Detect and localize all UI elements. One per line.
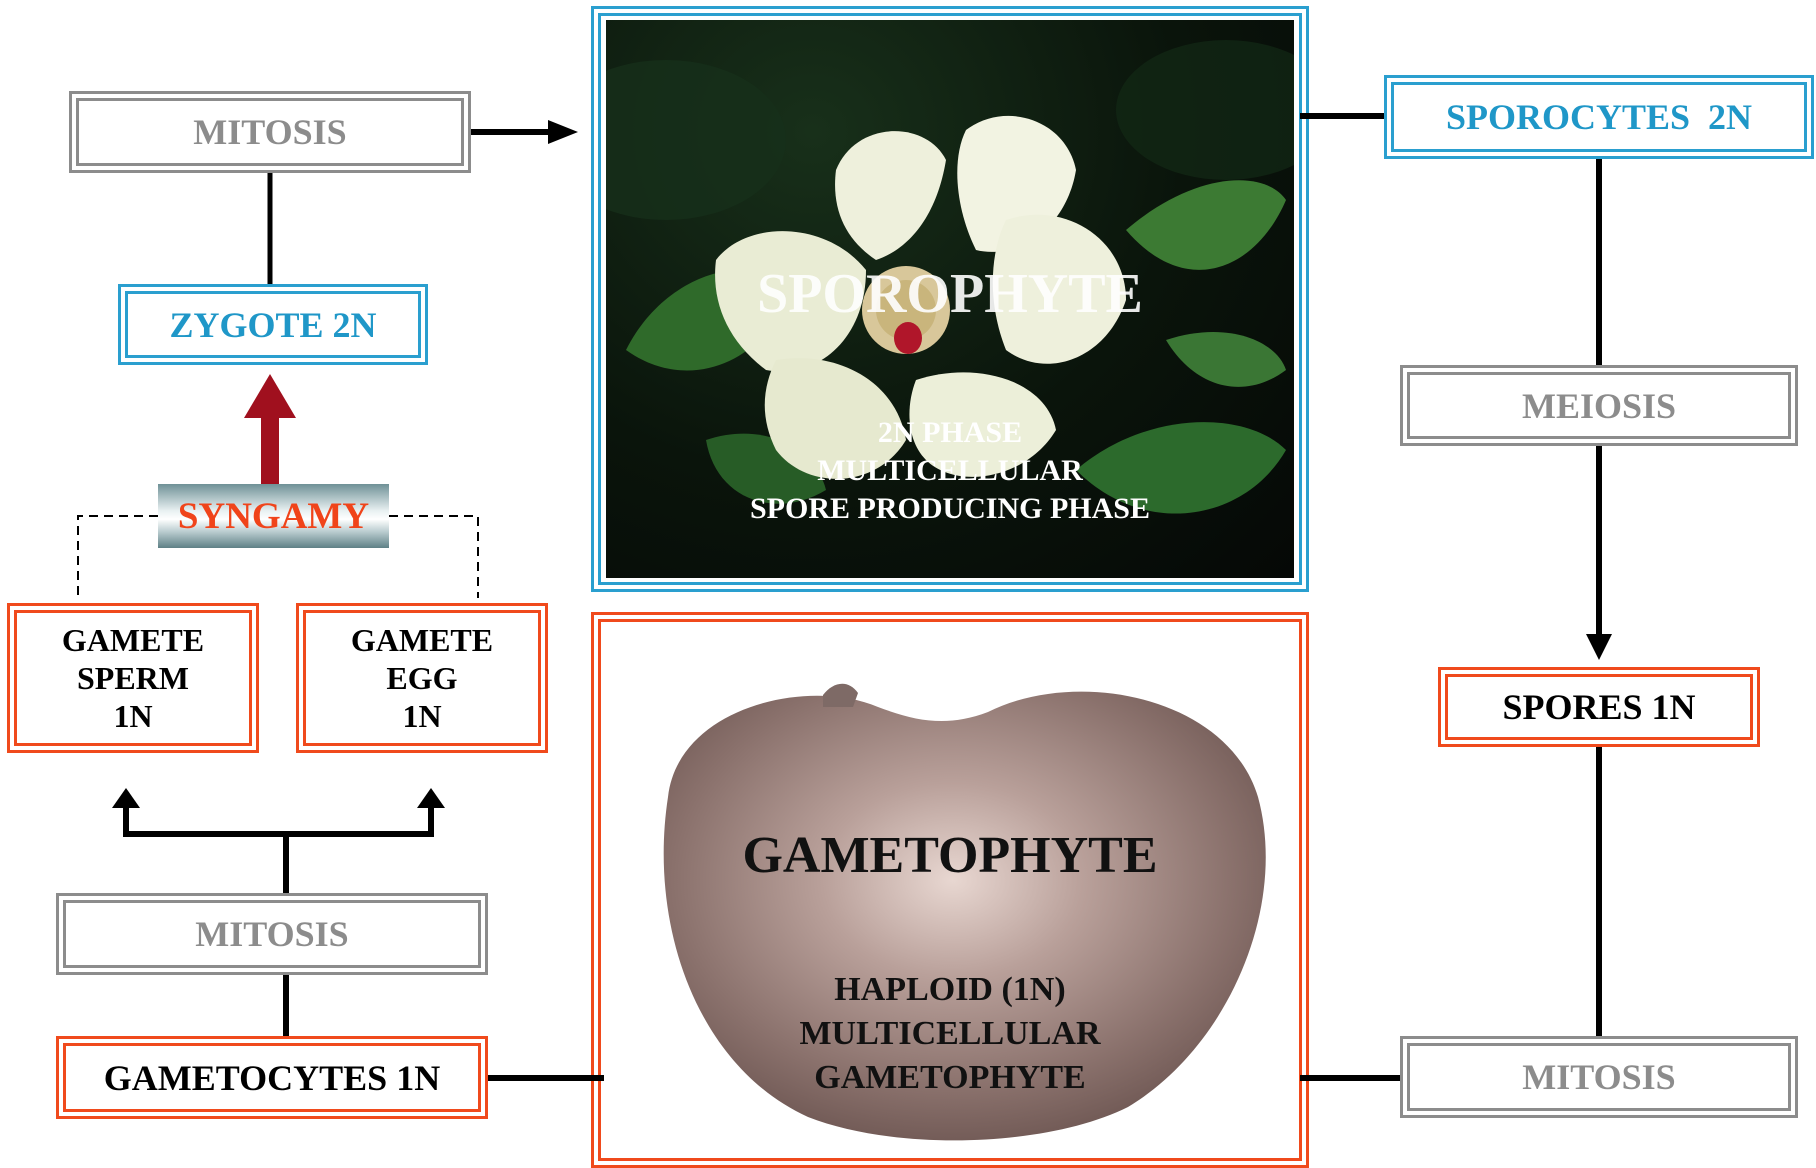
magnolia-flower-photo: [606, 20, 1294, 578]
meiosis-box: MEIOSIS: [1407, 372, 1791, 439]
gamete-egg-text: GAMETE EGG 1N: [351, 621, 493, 735]
sporophyte-line-1: 2N PHASE: [877, 416, 1023, 449]
gamete-fork: [123, 800, 434, 837]
mitosis-to-sporophyte-arrowhead: [548, 120, 578, 144]
gamete-egg-line-3: 1N: [402, 698, 442, 734]
fork-arrow-left: [112, 788, 140, 808]
sporocytes-label: SPOROCYTES 2N: [1445, 97, 1753, 137]
gamete-sperm-line-3: 1N: [113, 698, 153, 734]
gamete-egg-line-1: GAMETE: [350, 622, 494, 658]
mitosis-top-label: MITOSIS: [193, 112, 347, 152]
mitosis-bottom-box: MITOSIS: [63, 900, 481, 968]
mitosis-bottom-label: MITOSIS: [195, 914, 349, 954]
sporocytes-box: SPOROCYTES 2N: [1391, 82, 1807, 152]
gamete-egg-box: GAMETE EGG 1N: [303, 610, 541, 746]
gametophyte-line-2: MULTICELLULAR: [799, 1015, 1101, 1052]
zygote-label: ZYGOTE 2N: [169, 304, 377, 345]
syngamy-arrow-shaft: [261, 414, 279, 484]
sporophyte-description: 2N PHASE MULTICELLULAR SPORE PRODUCING P…: [606, 414, 1294, 528]
sporophyte-line-2: MULTICELLULAR: [817, 454, 1083, 487]
fork-arrow-right: [417, 788, 445, 808]
gamete-sperm-line-1: GAMETE: [61, 622, 205, 658]
gametophyte-title: GAMETOPHYTE: [742, 827, 1158, 884]
gametophyte-line-3: GAMETOPHYTE: [814, 1059, 1086, 1096]
spores-label: SPORES 1N: [1502, 687, 1696, 727]
gametocytes-label: GAMETOCYTES 1N: [103, 1057, 441, 1098]
meiosis-spores-arrowhead: [1586, 634, 1612, 660]
gametophyte-line-1: HAPLOID (1N): [834, 971, 1066, 1008]
mitosis-right-box: MITOSIS: [1407, 1043, 1791, 1111]
syngamy-bar: SYNGAMY: [158, 484, 389, 548]
mitosis-top-box: MITOSIS: [76, 98, 464, 166]
sporophyte-title: SPOROPHYTE: [757, 263, 1143, 325]
gamete-sperm-line-2: SPERM: [76, 660, 189, 696]
gametocytes-box: GAMETOCYTES 1N: [63, 1043, 481, 1112]
syngamy-dash-left: [77, 515, 158, 598]
syngamy-dash-right: [389, 515, 479, 598]
meiosis-label: MEIOSIS: [1521, 385, 1677, 426]
sporophyte-line-3: SPORE PRODUCING PHASE: [749, 492, 1151, 525]
spores-box: SPORES 1N: [1445, 674, 1753, 740]
syngamy-arrow-head: [244, 374, 296, 418]
gametophyte-photo: [608, 627, 1292, 1155]
mitosis-right-label: MITOSIS: [1522, 1057, 1676, 1097]
zygote-box: ZYGOTE 2N: [125, 291, 421, 358]
gamete-sperm-box: GAMETE SPERM 1N: [14, 610, 252, 746]
gametophyte-description: HAPLOID (1N) MULTICELLULAR GAMETOPHYTE: [606, 968, 1294, 1100]
gamete-egg-line-2: EGG: [386, 660, 458, 696]
gamete-sperm-text: GAMETE SPERM 1N: [62, 621, 204, 735]
